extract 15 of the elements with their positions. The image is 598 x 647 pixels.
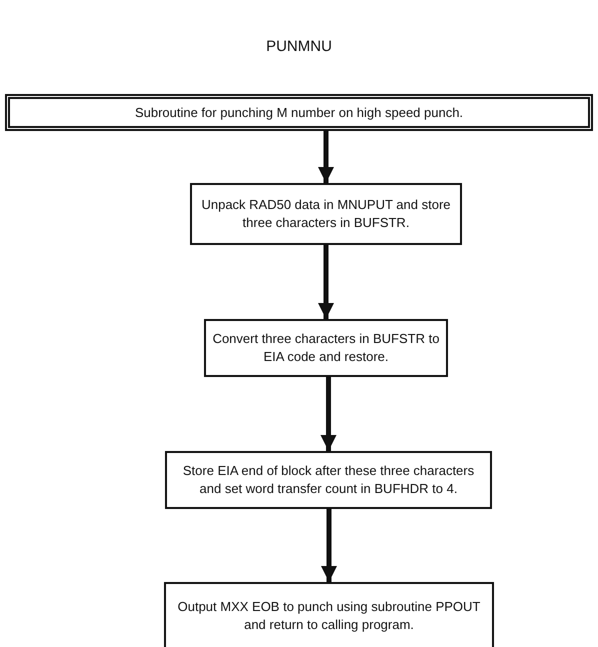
arrow: [318, 131, 334, 183]
step-text: Output MXX EOB to punch using subroutine PPOUT and return to calling program.: [176, 598, 482, 634]
process-box: [164, 582, 494, 647]
arrow: [321, 509, 337, 582]
arrow: [318, 245, 334, 319]
step-text: Unpack RAD50 data in MNUPUT and store three characters in BUFSTR.: [200, 196, 452, 232]
diagram-title: PUNMNU: [265, 38, 333, 55]
step-text: Store EIA end of block after these three characters and set word transfer count in BUFHDR to 4.: [182, 462, 476, 498]
arrow: [320, 377, 336, 451]
step-text: Subroutine for punching M number on high speed punch.: [134, 104, 464, 122]
process-box: [204, 319, 448, 377]
step-text: Convert three characters in BUFSTR to EIA code and restore.: [212, 330, 440, 366]
process-box: [165, 451, 492, 509]
process-box: [190, 183, 462, 245]
process-box: [5, 94, 593, 131]
